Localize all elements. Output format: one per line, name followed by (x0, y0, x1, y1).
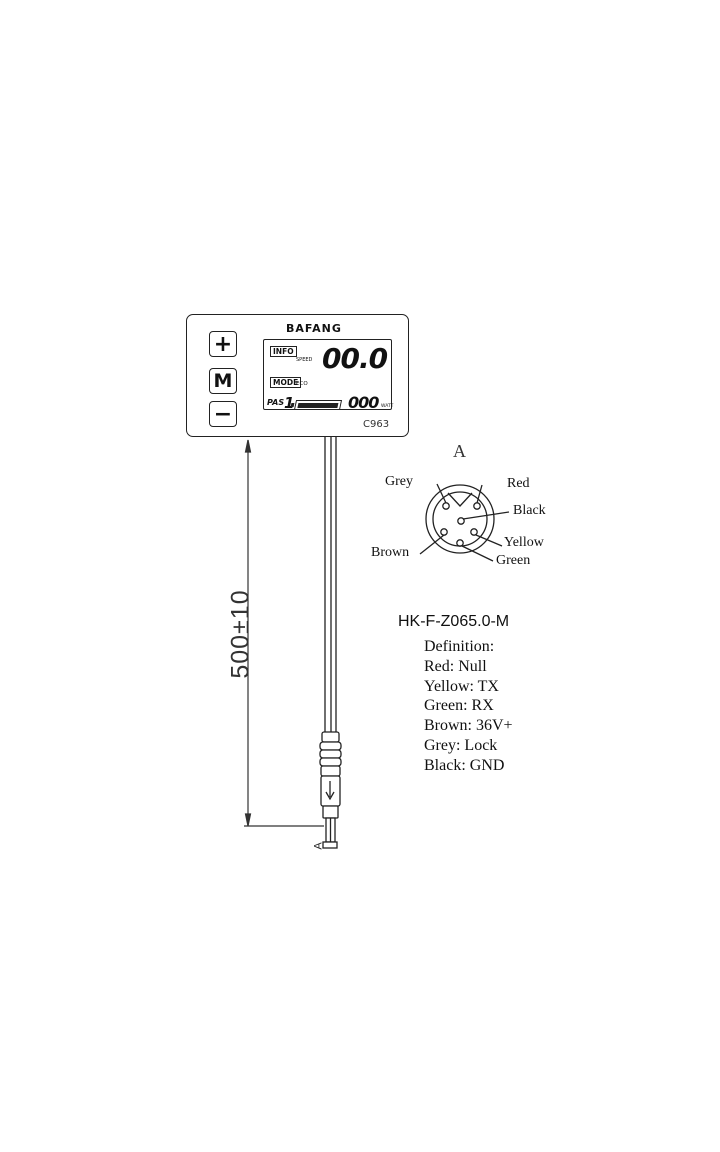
battery-terminal (291, 403, 295, 407)
cable (325, 437, 336, 732)
power-value: 000 (348, 393, 378, 412)
cable-plug (320, 732, 341, 848)
speed-value: 00.0 (322, 342, 387, 375)
minus-button[interactable]: − (209, 401, 237, 427)
info-tag: INFO (270, 346, 297, 357)
pin-label-black: Black (513, 503, 546, 519)
definition-heading: Definition: (424, 637, 513, 657)
definition-line: Yellow: TX (424, 677, 513, 697)
cable-length-dimension: 500±10 (227, 589, 256, 678)
definition-line: Grey: Lock (424, 736, 513, 756)
battery-fill (297, 403, 338, 408)
pin-label-yellow: Yellow (504, 535, 544, 551)
plus-button[interactable]: + (209, 331, 237, 357)
cable-end-label: A (313, 842, 325, 849)
definition-line: Brown: 36V+ (424, 716, 513, 736)
brand-logo: BAFANG (286, 322, 342, 335)
display-unit: + M − BAFANG INFO SPEED 00.0 MODE ECO PA… (186, 314, 409, 437)
definition-line: Green: RX (424, 696, 513, 716)
definition-list: Definition: Red: Null Yellow: TX Green: … (424, 637, 513, 776)
pin-label-green: Green (496, 553, 530, 569)
power-unit: WATT (381, 404, 393, 409)
definition-line: Red: Null (424, 657, 513, 677)
model-label: C963 (363, 419, 389, 430)
dimension-line (244, 440, 324, 826)
connector-title: A (453, 441, 466, 462)
speed-label: SPEED (296, 357, 312, 363)
definition-line: Black: GND (424, 756, 513, 776)
lcd-screen: INFO SPEED 00.0 MODE ECO PAS 1 000 WATT (263, 339, 392, 410)
battery-icon (294, 400, 342, 410)
pin-label-grey: Grey (385, 474, 413, 490)
part-number: HK-F-Z065.0-M (398, 613, 509, 631)
pas-label: PAS (267, 398, 284, 407)
pin-label-brown: Brown (371, 545, 409, 561)
pin-label-red: Red (507, 476, 530, 492)
connector-pinout (420, 484, 509, 561)
mode-button[interactable]: M (209, 368, 237, 394)
eco-label: ECO (296, 381, 308, 387)
